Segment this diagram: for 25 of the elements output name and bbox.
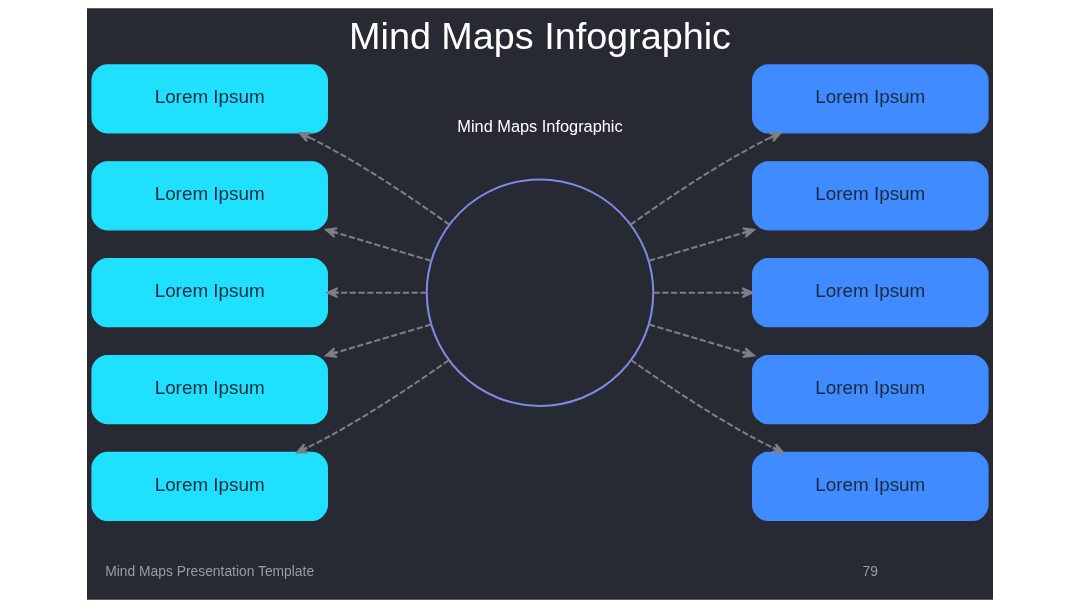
arrow bbox=[326, 287, 427, 299]
node-box: Lorem Ipsum bbox=[752, 354, 989, 425]
diagram-title: Mind Maps Infographic bbox=[349, 14, 731, 57]
node-box: Lorem Ipsum bbox=[91, 451, 328, 522]
node-box: Lorem Ipsum bbox=[752, 64, 989, 134]
arrow bbox=[653, 287, 754, 299]
arrow bbox=[298, 131, 450, 226]
label: Mind Maps Presentation Template bbox=[105, 562, 315, 579]
node-circle bbox=[425, 178, 655, 407]
node-box: Lorem Ipsum bbox=[752, 451, 989, 522]
arrow bbox=[648, 227, 755, 262]
arrow bbox=[630, 131, 782, 226]
node-box: Lorem Ipsum bbox=[91, 354, 328, 425]
arrow bbox=[648, 323, 755, 358]
arrow bbox=[630, 359, 784, 454]
label: 79 bbox=[862, 562, 879, 579]
arrow bbox=[325, 323, 432, 359]
node-box: Lorem Ipsum bbox=[91, 64, 328, 134]
node-box: Lorem Ipsum bbox=[91, 258, 328, 328]
arrow bbox=[325, 227, 432, 262]
arrow bbox=[296, 359, 450, 454]
label: Mind Maps Infographic bbox=[457, 117, 623, 136]
node-box: Lorem Ipsum bbox=[752, 258, 989, 328]
node-box: Lorem Ipsum bbox=[91, 161, 328, 231]
node-box: Lorem Ipsum bbox=[752, 161, 989, 231]
